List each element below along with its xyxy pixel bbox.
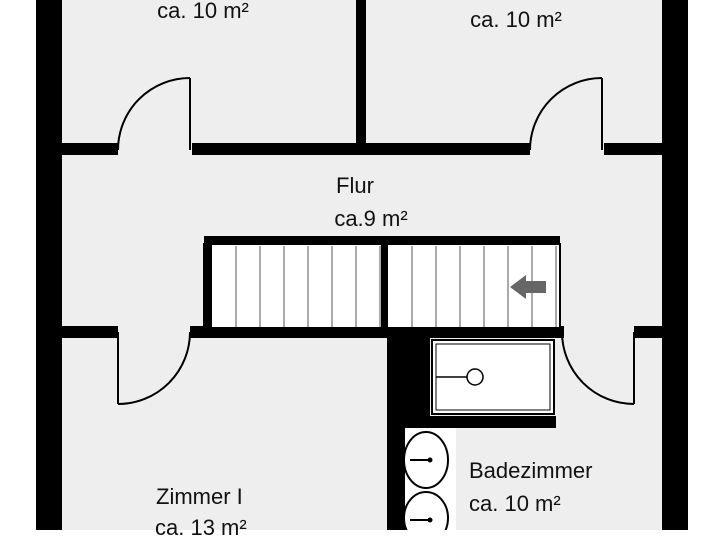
partition-bottom (387, 326, 405, 530)
top-right-room-area: ca. 10 m² (470, 7, 562, 32)
door-top-right (529, 77, 603, 151)
door-badezimmer (561, 331, 635, 405)
zimmer-1-room-area: ca. 13 m² (155, 515, 247, 540)
corridor-top-wall-3 (604, 143, 688, 155)
shower-tray-icon (431, 339, 555, 415)
corridor-top-wall-1 (36, 143, 118, 155)
door-zimmer-1 (117, 331, 191, 405)
corridor-bottom-wall-3 (634, 326, 688, 338)
corridor-top-wall-2 (192, 143, 530, 155)
arrow-left-icon (510, 275, 546, 299)
outer-wall-right (662, 0, 688, 530)
shower-wall-bottom (404, 416, 556, 428)
flur-room-area: ca.9 m² (334, 206, 408, 231)
zimmer-1-room-name: Zimmer I (156, 484, 243, 509)
washbasin-icon (403, 428, 456, 530)
staircase-icon (203, 236, 561, 329)
badezimmer-room-name: Badezimmer (469, 458, 593, 483)
outer-wall-left (36, 0, 62, 530)
partition-top (356, 0, 366, 148)
badezimmer-room-area: ca. 10 m² (469, 491, 561, 516)
top-left-room-area: ca. 10 m² (157, 0, 249, 23)
shower-wall-left (404, 330, 430, 428)
door-top-left (117, 77, 191, 151)
flur-room-name: Flur (336, 173, 374, 198)
corridor-bottom-wall-1 (36, 326, 118, 338)
